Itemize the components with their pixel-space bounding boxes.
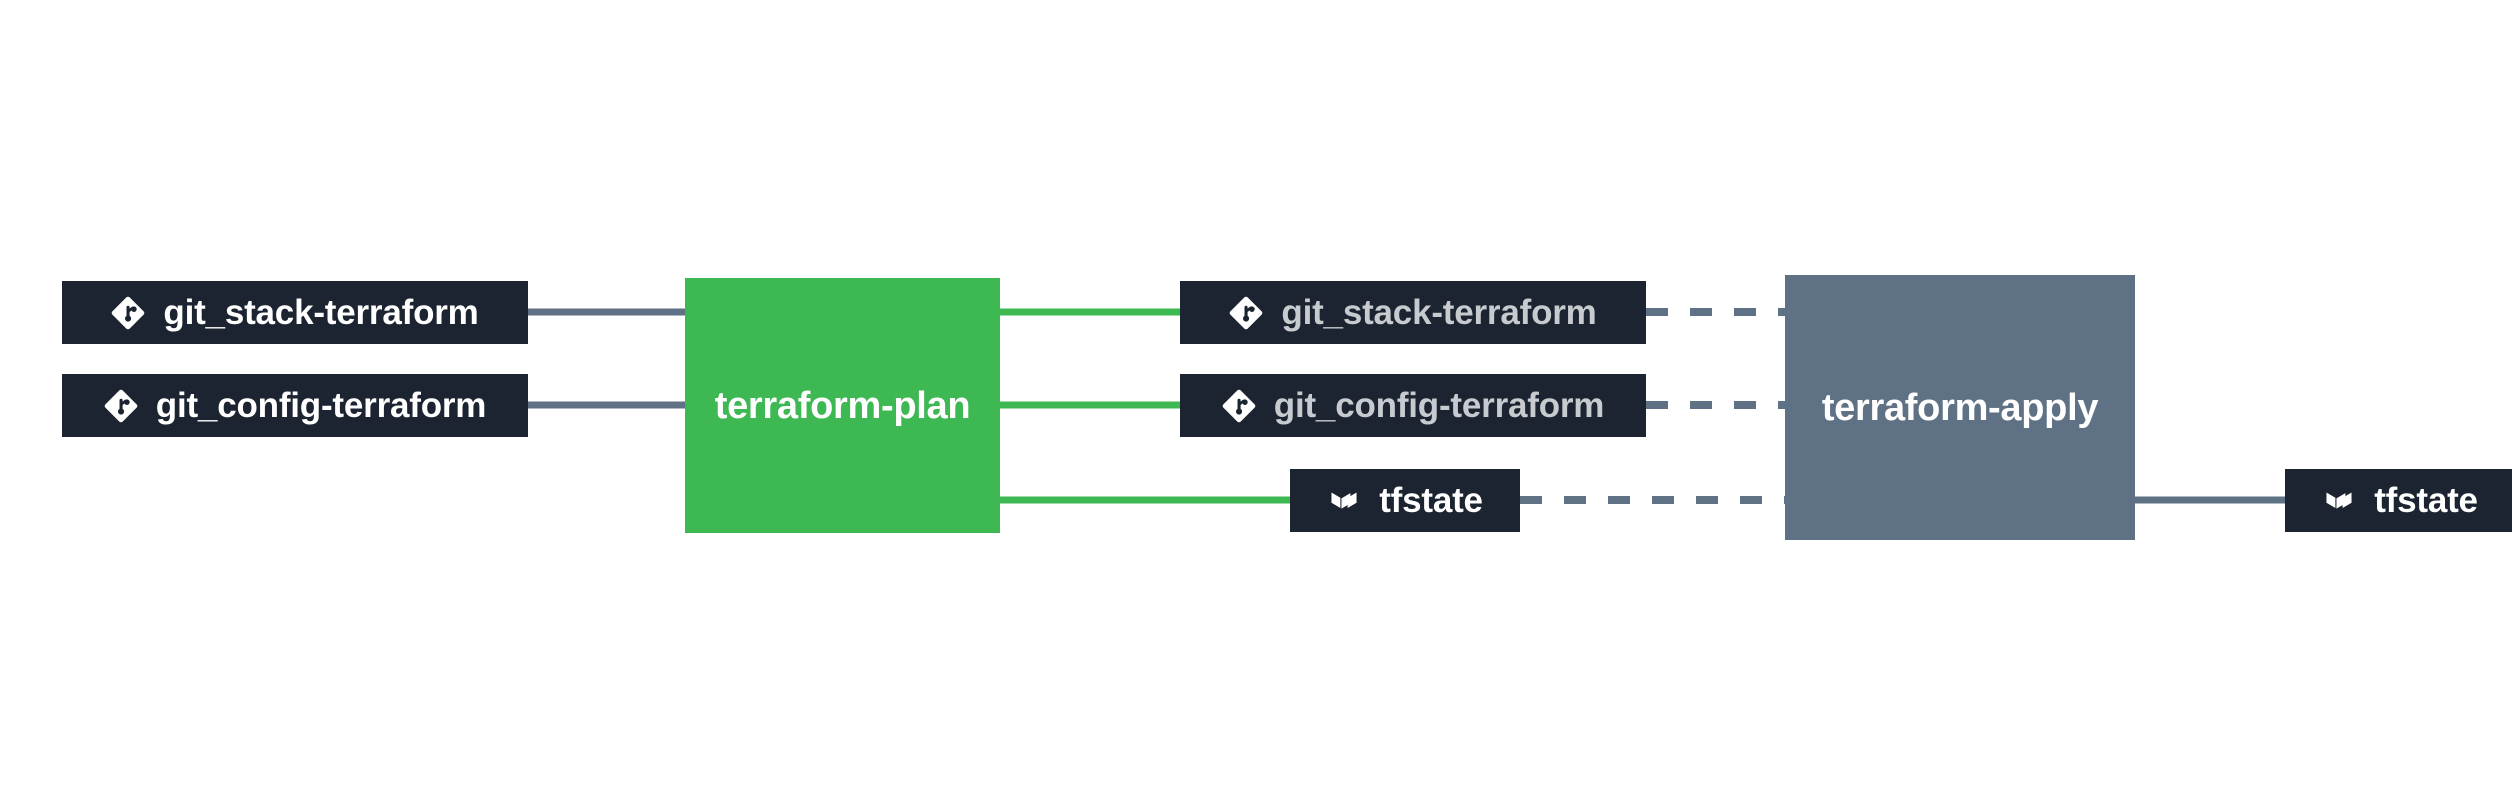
artifact-label: git_stack-terraform <box>163 293 479 332</box>
git-icon <box>111 296 145 330</box>
job-node-job-apply[interactable]: terraform-apply <box>1785 275 2135 540</box>
terraform-icon <box>2322 484 2356 518</box>
artifact-label: tfstate <box>1379 481 1483 520</box>
artifact-node-final-tfstate[interactable]: tfstate <box>2285 469 2512 532</box>
artifact-label: git_config-terraform <box>1273 386 1605 425</box>
job-label: terraform-apply <box>1821 386 2099 429</box>
artifact-node-out-git-stack[interactable]: git_stack-terraform <box>1180 281 1646 344</box>
git-icon <box>104 389 138 423</box>
job-node-job-plan[interactable]: terraform-plan <box>685 278 1000 533</box>
artifact-label: tfstate <box>2374 481 2478 520</box>
artifact-node-out-tfstate[interactable]: tfstate <box>1290 469 1520 532</box>
artifact-node-out-git-config[interactable]: git_config-terraform <box>1180 374 1646 437</box>
artifact-node-in-git-config[interactable]: git_config-terraform <box>62 374 528 437</box>
artifact-label: git_config-terraform <box>155 386 487 425</box>
artifact-label: git_stack-terraform <box>1281 293 1597 332</box>
job-label: terraform-plan <box>714 384 971 427</box>
git-icon <box>1229 296 1263 330</box>
terraform-icon <box>1327 484 1361 518</box>
git-icon <box>1222 389 1256 423</box>
artifact-node-in-git-stack[interactable]: git_stack-terraform <box>62 281 528 344</box>
